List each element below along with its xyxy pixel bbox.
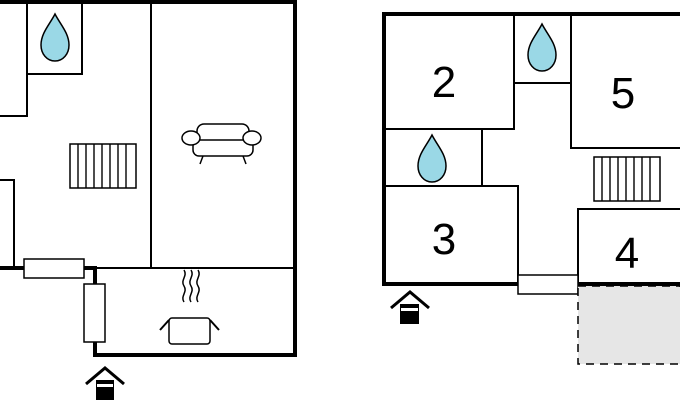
bathroom-ground-floor xyxy=(26,1,83,75)
entrance-house-icon xyxy=(390,290,430,324)
entrance-house-icon xyxy=(85,366,125,400)
water-drop-icon xyxy=(417,133,447,183)
sofa-icon xyxy=(181,123,262,165)
room-label-4: 4 xyxy=(615,229,639,278)
water-drop-icon xyxy=(527,22,557,72)
water-drop-icon xyxy=(40,12,70,62)
room-4 xyxy=(577,208,680,284)
room-label-5: 5 xyxy=(611,69,635,118)
cooking-pot-icon xyxy=(159,269,220,345)
ground-floor xyxy=(0,0,297,400)
upper-floor: 2 3 4 5 xyxy=(382,12,680,365)
room-label-2: 2 xyxy=(432,58,456,107)
window-upper-bottom xyxy=(517,274,579,295)
stairs-icon xyxy=(593,156,661,202)
room-label-3: 3 xyxy=(432,215,456,264)
bathroom-upper-2 xyxy=(384,128,483,186)
room-5 xyxy=(570,14,680,149)
left-lower-room-wall xyxy=(0,179,15,268)
stairs-icon xyxy=(69,143,137,189)
window-bottom xyxy=(23,258,85,279)
terrace xyxy=(577,285,680,365)
left-upper-room-wall xyxy=(0,2,28,117)
room-3 xyxy=(384,185,519,284)
window-side xyxy=(83,283,106,343)
